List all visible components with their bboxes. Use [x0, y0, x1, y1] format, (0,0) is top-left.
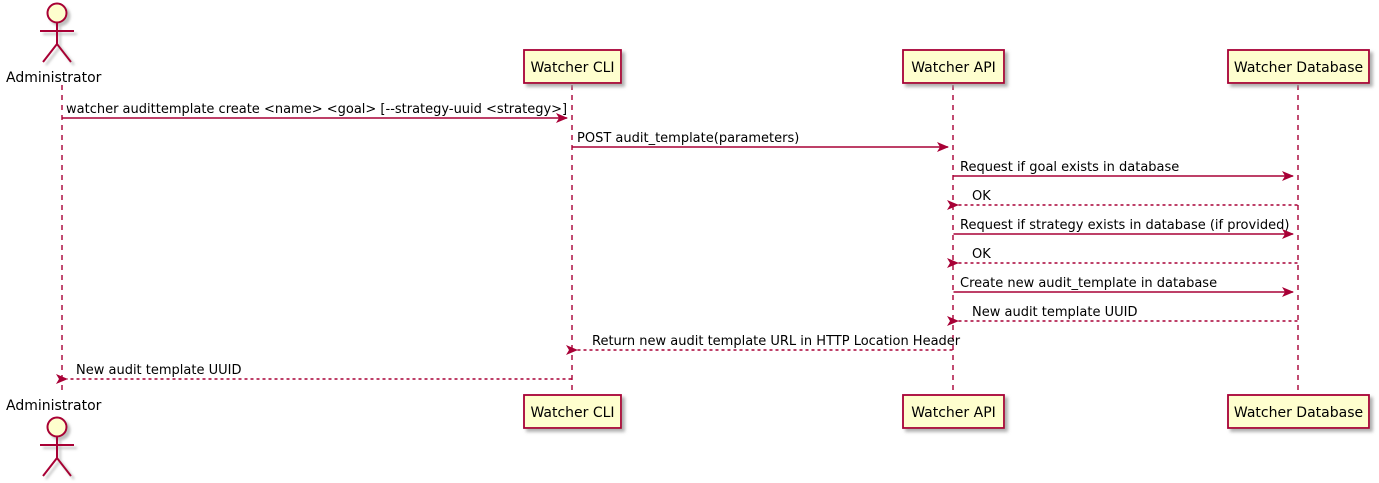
participant-label-watcher-database-bottom: Watcher Database: [1234, 405, 1363, 421]
actor-leg-right-icon: [56, 457, 72, 477]
message-label: Request if strategy exists in database (…: [960, 218, 1289, 233]
participant-watcher-api-top[interactable]: Watcher API: [902, 49, 1005, 84]
participant-watcher-cli-bottom[interactable]: Watcher CLI: [523, 394, 622, 429]
participant-box-bottom[interactable]: [523, 394, 622, 429]
actor-label-administrator-top: Administrator: [6, 70, 102, 86]
participant-watcher-cli-top[interactable]: Watcher CLI: [523, 49, 622, 84]
actor-administrator-bottom[interactable]: Administrator: [6, 398, 102, 477]
message-4[interactable]: Request if strategy exists in database (…: [953, 218, 1294, 239]
message-label: New audit template UUID: [972, 305, 1137, 320]
participant-label-watcher-cli-top: Watcher CLI: [530, 60, 614, 76]
actor-administrator-top[interactable]: Administrator: [6, 2, 102, 87]
participant-watcher-database-top[interactable]: Watcher Database: [1227, 49, 1370, 84]
participant-watcher-api-bottom[interactable]: Watcher API: [902, 394, 1005, 429]
message-1[interactable]: POST audit_template(parameters): [572, 131, 949, 152]
message-label: OK: [972, 247, 991, 262]
actor-figure-bottom: [40, 416, 74, 477]
actor-figure-top: [40, 2, 74, 63]
participant-box-bottom[interactable]: [902, 394, 1005, 429]
participant-label-watcher-cli-bottom: Watcher CLI: [530, 405, 614, 421]
message-label: New audit template UUID: [76, 363, 241, 378]
message-6[interactable]: Create new audit_template in database: [953, 276, 1294, 297]
participant-box-bottom[interactable]: [1227, 394, 1370, 429]
participant-box-top[interactable]: [523, 49, 622, 84]
actor-head-icon: [46, 2, 68, 24]
message-label: OK: [972, 189, 991, 204]
message-5[interactable]: OK: [947, 247, 1298, 268]
participant-watcher-database-bottom[interactable]: Watcher Database: [1227, 394, 1370, 429]
actor-leg-left-icon: [42, 43, 58, 63]
message-label: POST audit_template(parameters): [577, 131, 799, 146]
actor-head-icon: [46, 416, 68, 438]
participant-label-watcher-database-top: Watcher Database: [1234, 60, 1363, 76]
message-label: watcher audittemplate create <name> <goa…: [66, 102, 567, 117]
message-label: Create new audit_template in database: [960, 276, 1217, 291]
message-label: Request if goal exists in database: [960, 160, 1179, 175]
actor-leg-left-icon: [42, 457, 58, 477]
message-8[interactable]: Return new audit template URL in HTTP Lo…: [566, 334, 961, 355]
lifelines-group: [61, 85, 1299, 391]
message-0[interactable]: watcher audittemplate create <name> <goa…: [62, 102, 568, 123]
participant-box-top[interactable]: [1227, 49, 1370, 84]
message-3[interactable]: OK: [947, 189, 1298, 210]
message-2[interactable]: Request if goal exists in database: [953, 160, 1294, 181]
message-label: Return new audit template URL in HTTP Lo…: [592, 334, 961, 349]
participant-label-watcher-api-bottom: Watcher API: [911, 405, 996, 421]
message-9[interactable]: New audit template UUID: [56, 363, 572, 384]
participant-label-watcher-api-top: Watcher API: [911, 60, 996, 76]
message-7[interactable]: New audit template UUID: [947, 305, 1298, 326]
actor-leg-right-icon: [56, 43, 72, 63]
participant-box-top[interactable]: [902, 49, 1005, 84]
actor-label-administrator-bottom: Administrator: [6, 398, 102, 414]
